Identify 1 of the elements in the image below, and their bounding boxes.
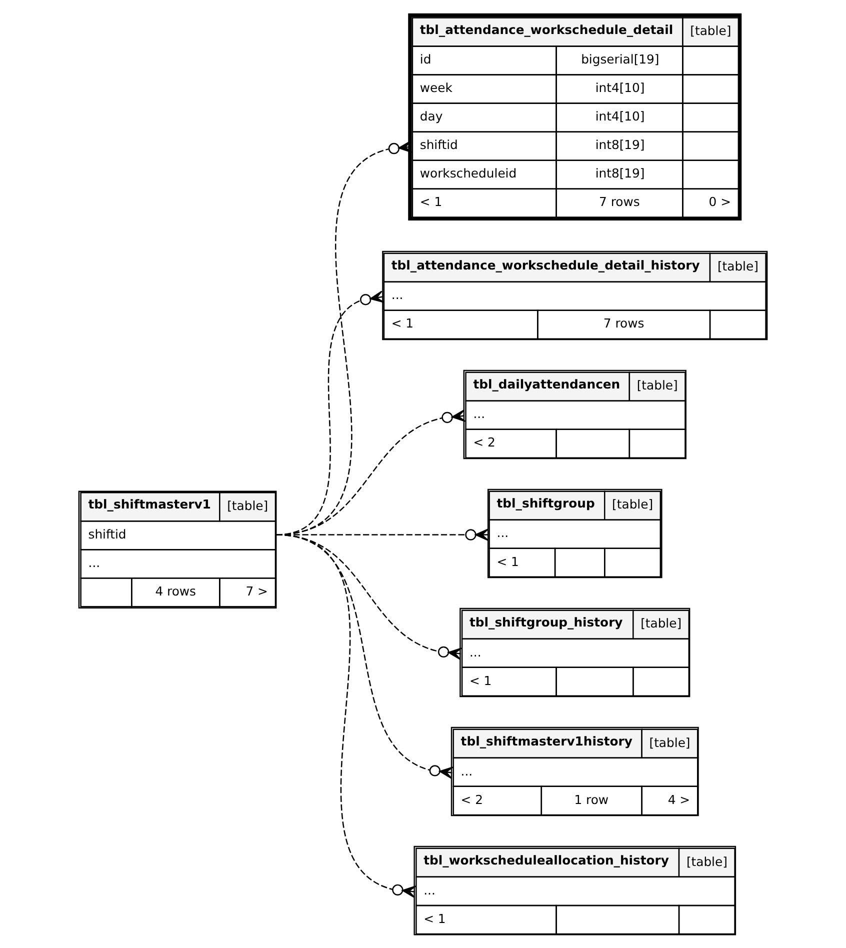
node-box: tbl_attendance_workschedule_detail [table] id bigserial[19] week int4[10] day int4[10] shiftid int8[19] workscheduleid int8[19] < 1 7 rows 0 >: [408, 13, 742, 220]
